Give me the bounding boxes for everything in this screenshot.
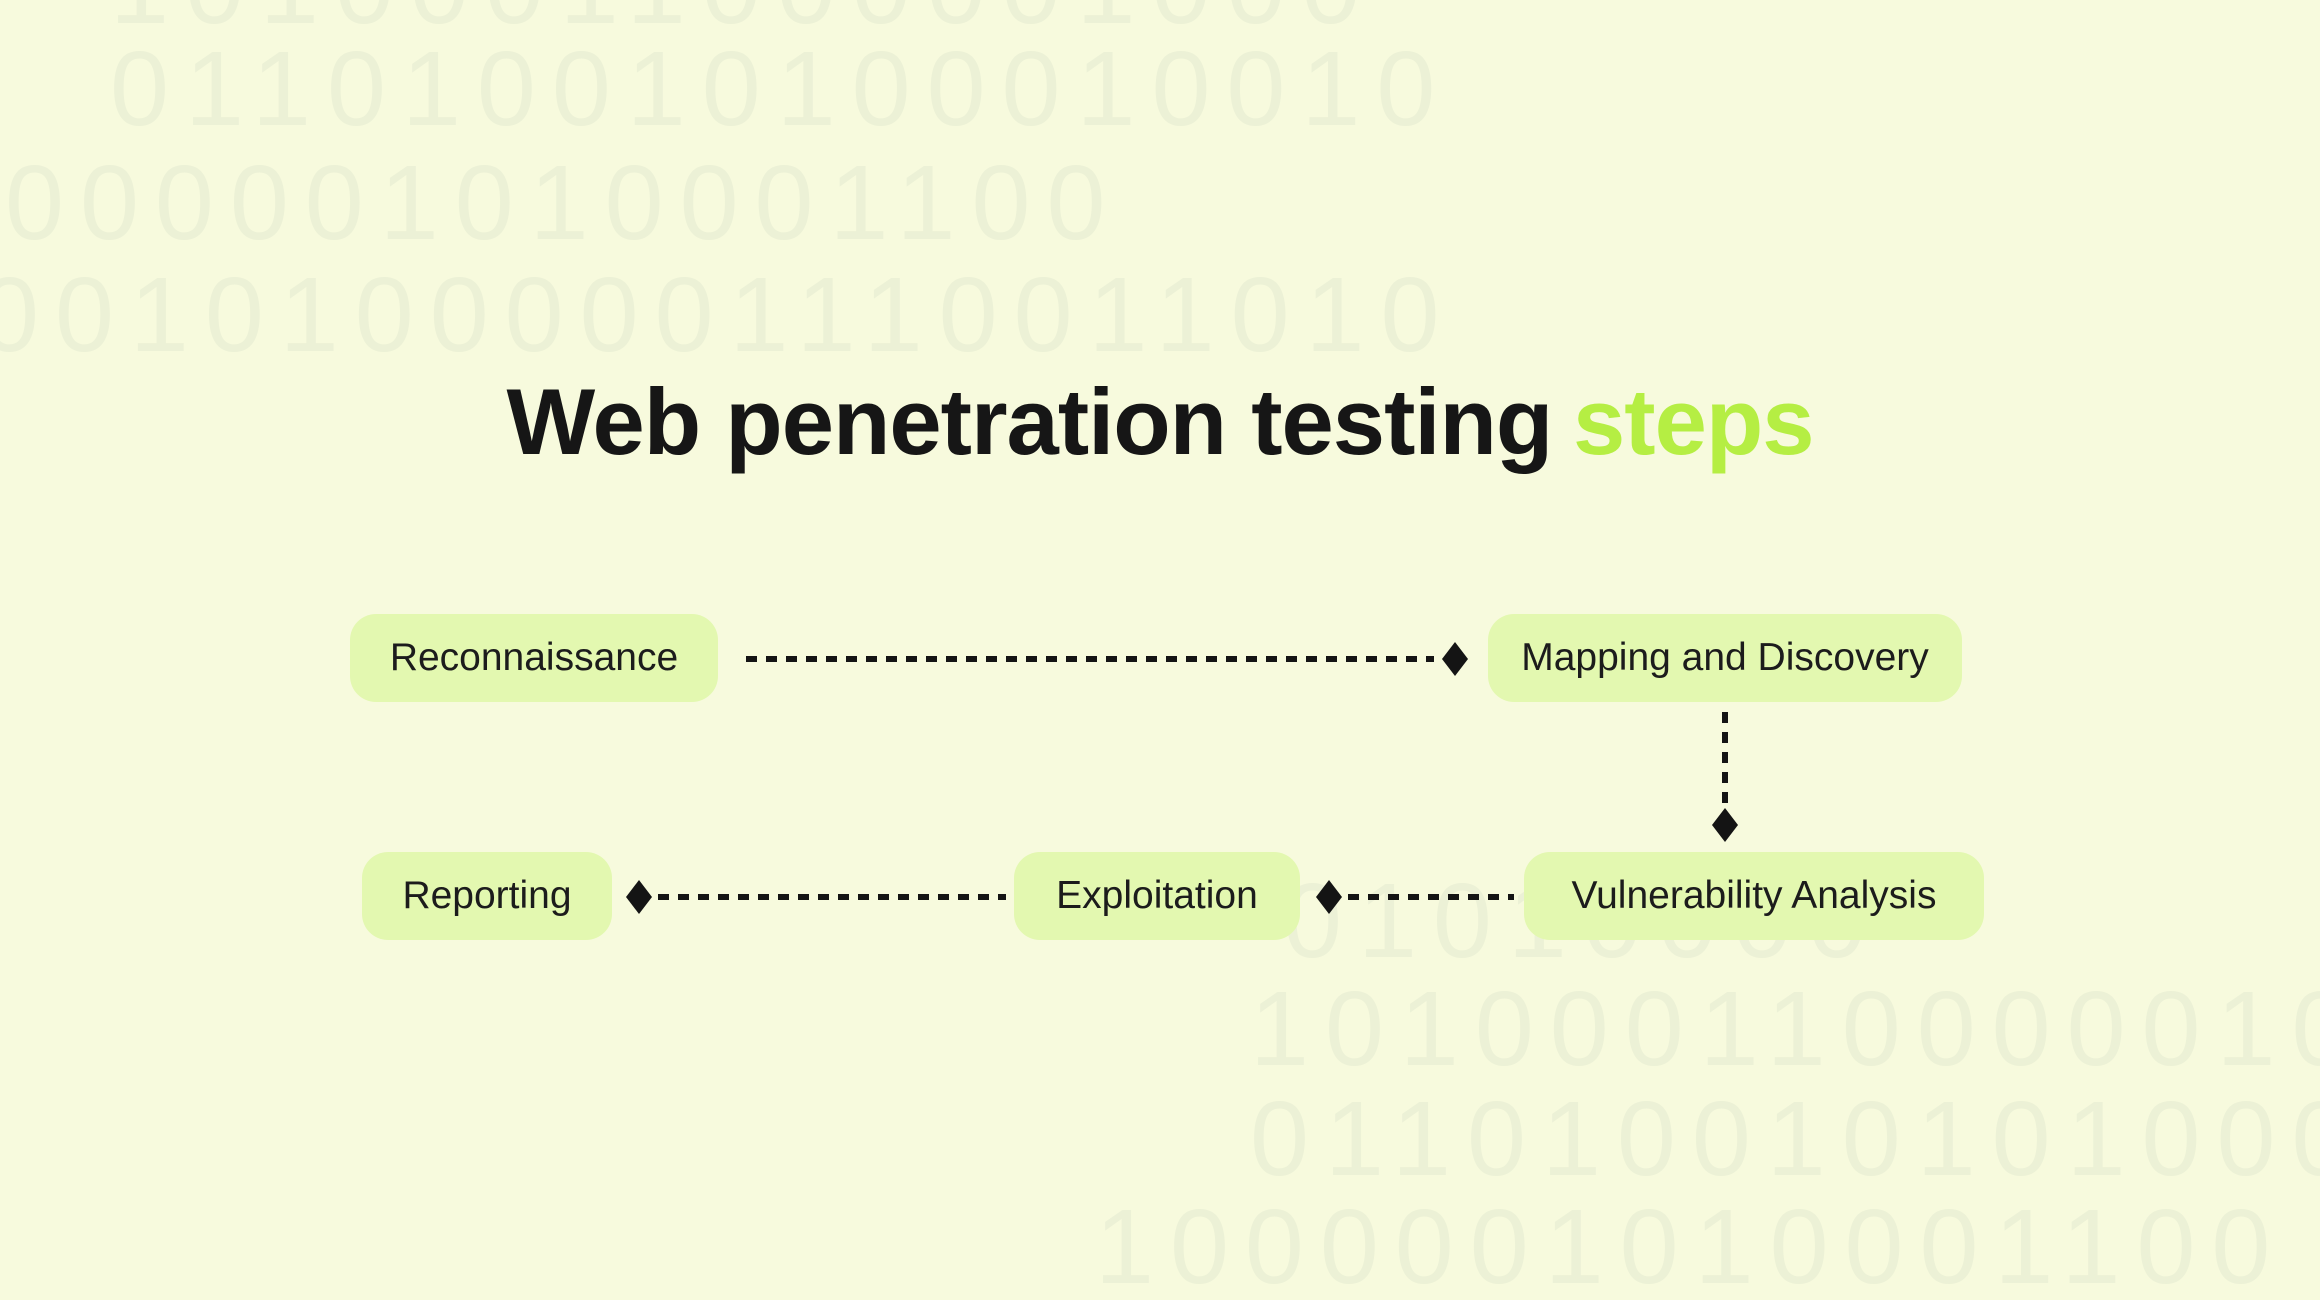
title-main: Web penetration testing (506, 369, 1553, 474)
binary-row: 1000001010001100 (1095, 1188, 2287, 1300)
diamond-arrowhead-icon (1442, 642, 1468, 676)
flow-node-vulnerability-analysis: Vulnerability Analysis (1524, 852, 1984, 940)
flow-node-exploitation: Exploitation (1014, 852, 1300, 940)
dashed-connector-vulnerability-to-exploitation (1348, 894, 1514, 900)
binary-row: 01101001010100010 (1250, 1080, 2320, 1198)
dashed-connector-exploitation-to-reporting (658, 894, 1006, 900)
flow-node-label: Vulnerability Analysis (1571, 874, 1937, 917)
binary-row: 10100011000001000 (110, 0, 1376, 40)
flow-node-reporting: Reporting (362, 852, 612, 940)
dashed-connector-recon-to-mapping (746, 656, 1434, 662)
diamond-arrowhead-icon (1712, 808, 1738, 842)
binary-row: 000001010001100 (5, 144, 1122, 262)
title-accent: steps (1573, 369, 1815, 474)
diamond-arrowhead-icon (626, 880, 652, 914)
dashed-connector-mapping-to-vulnerability (1722, 712, 1728, 806)
flow-node-mapping-and-discovery: Mapping and Discovery (1488, 614, 1962, 702)
flow-node-label: Reconnaissance (389, 636, 679, 679)
flow-node-label: Mapping and Discovery (1521, 636, 1929, 679)
flow-node-reconnaissance: Reconnaissance (350, 614, 718, 702)
binary-row: 00101000001110011010 (0, 256, 1456, 374)
flow-node-label: Exploitation (1056, 874, 1258, 917)
flow-node-label: Reporting (402, 874, 572, 917)
binary-row: 1010001100000100 (1250, 970, 2320, 1088)
binary-row: 011010010100010010 (110, 30, 1452, 148)
